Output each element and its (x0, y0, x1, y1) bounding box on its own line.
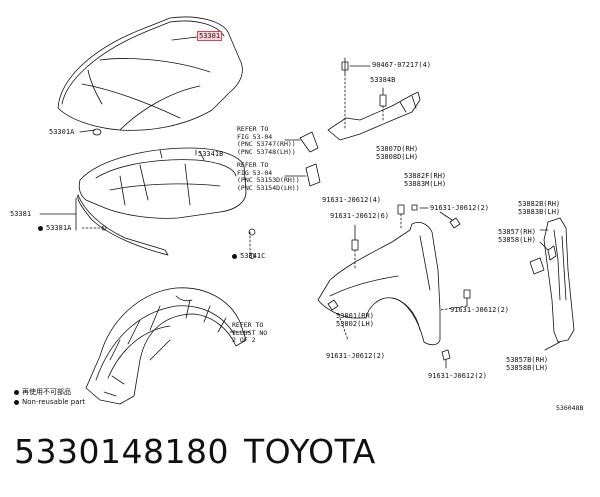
part-label-53883b[interactable]: 53883B(LH) (518, 208, 561, 216)
part-label-53301a[interactable]: 53301A (49, 128, 75, 136)
part-label-53883m[interactable]: 53883M(LH) (404, 180, 447, 188)
under-cover-drawing (78, 147, 247, 219)
part-label-91631-2-top[interactable]: 91631-J0612(2) (430, 204, 490, 212)
footer-brand: TOYOTA (244, 432, 376, 471)
non-reusable-bullet-icon (232, 253, 237, 259)
hood-part-drawing (57, 16, 243, 131)
bullet-icon (14, 389, 19, 395)
part-label-90467[interactable]: 90467-07217(4) (372, 61, 432, 69)
footer-part-number: 5330148180 (14, 432, 229, 471)
bullet-icon (14, 399, 19, 405)
part-label-53807d[interactable]: 53807D(RH) (376, 145, 419, 153)
part-label-53882b[interactable]: 53882B(RH) (518, 200, 561, 208)
legend-japanese: 再使用不可部品 (14, 388, 71, 397)
part-label-53384b[interactable]: 53384B (370, 76, 396, 84)
part-label-53858b[interactable]: 53858B(LH) (506, 364, 549, 372)
part-label-53858[interactable]: 53858(LH) (498, 236, 536, 244)
legend-english: Non-reusable part (14, 398, 85, 407)
part-label-53802[interactable]: 53802(LH) (336, 320, 374, 328)
part-label-53882f[interactable]: 53882F(RH) (404, 172, 447, 180)
figure-code: 536048B (556, 404, 584, 412)
refer-to-note-seals[interactable]: REFER TO FIG 53-04 (PNC 53153D(RH)) (PNC… (237, 161, 300, 192)
part-label-53808d[interactable]: 53808D(LH) (376, 153, 419, 161)
non-reusable-bullet-icon (38, 225, 43, 231)
fender-drawing (317, 222, 441, 346)
part-label-53857b[interactable]: 53857B(RH) (506, 356, 549, 364)
part-label-91631-2-bottom-right[interactable]: 91631-J0612(2) (428, 372, 488, 380)
part-label-53381a[interactable]: 53381A (38, 224, 71, 232)
part-label-53381[interactable]: 53381 (10, 210, 32, 218)
part-label-91631-6[interactable]: 91631-J0612(6) (330, 212, 390, 220)
bracket-53857-drawing (529, 217, 575, 343)
refer-to-note-liner[interactable]: REFER TO ILLUST NO 2 OF 2 (232, 321, 268, 344)
part-label-53857[interactable]: 53857(RH) (498, 228, 536, 236)
part-label-91631-2-bottom-left[interactable]: 91631-J0612(2) (326, 352, 386, 360)
parts-diagram (39, 16, 575, 405)
part-label-53341c[interactable]: 53341C (232, 252, 265, 260)
refer-to-note-brackets[interactable]: REFER TO FIG 53-04 (PNC 53747(RH)) (PNC … (237, 125, 296, 156)
part-label-91631-4[interactable]: 91631-J0612(4) (322, 196, 382, 204)
fender-liner-drawing (85, 287, 247, 405)
part-label-91631-2-mid[interactable]: 91631-J0612(2) (450, 306, 510, 314)
part-label-53341b[interactable]: 53341B (198, 150, 224, 158)
hood-part-label[interactable]: 53301 (197, 31, 223, 41)
part-label-53801[interactable]: 53801(RH) (336, 312, 374, 320)
